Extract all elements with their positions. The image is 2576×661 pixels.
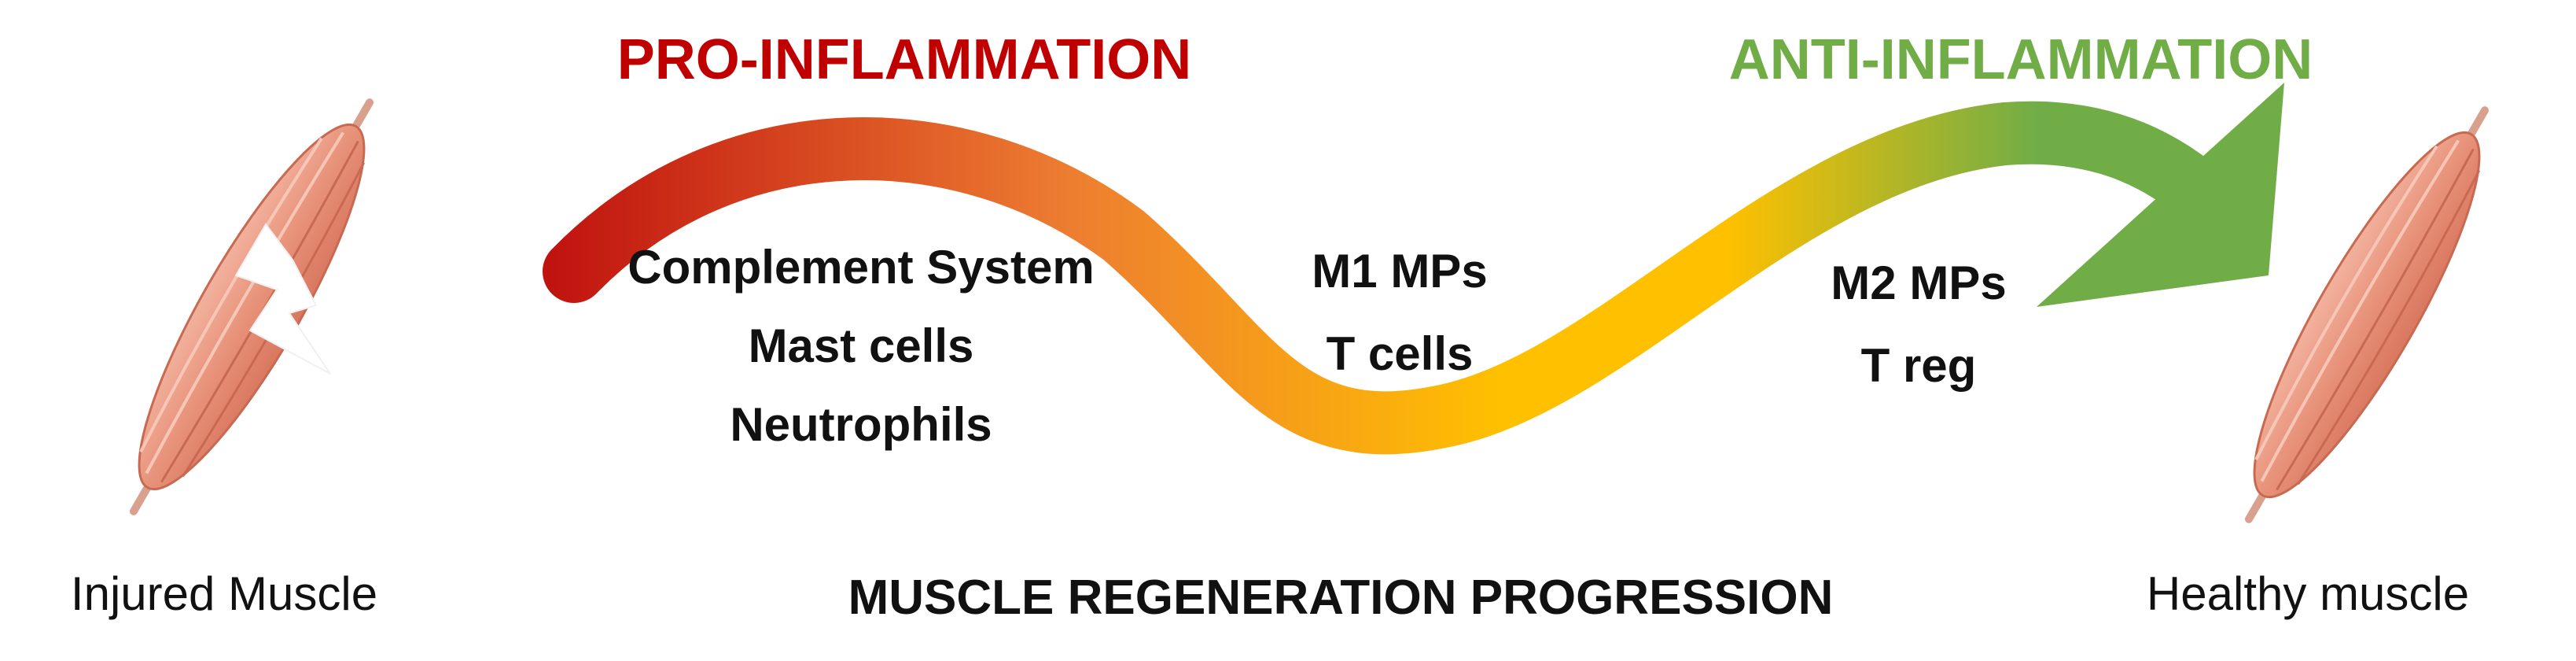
cell-m2-mps: M2 MPs: [1831, 257, 2006, 309]
pro-inflammation-label: PRO-INFLAMMATION: [617, 28, 1192, 91]
lightning-icon: [234, 223, 331, 375]
anti-inflammation-label: ANTI-INFLAMMATION: [1729, 28, 2313, 91]
cell-mast-cells: Mast cells: [749, 319, 974, 372]
injured-muscle-icon: [130, 98, 374, 515]
injured-muscle-label: Injured Muscle: [71, 567, 377, 620]
healthy-muscle-icon: [2245, 106, 2489, 523]
cell-complement-system: Complement System: [627, 241, 1095, 294]
healthy-muscle-label: Healthy muscle: [2147, 567, 2469, 620]
cell-t-reg: T reg: [1861, 339, 1977, 392]
progression-label: MUSCLE REGENERATION PROGRESSION: [848, 571, 1834, 625]
cell-neutrophils: Neutrophils: [730, 398, 992, 451]
cell-m1-mps: M1 MPs: [1312, 245, 1487, 297]
progression-arrowhead: [2037, 83, 2284, 307]
cell-t-cells: T cells: [1327, 327, 1474, 380]
progression-wave: [543, 101, 2245, 455]
